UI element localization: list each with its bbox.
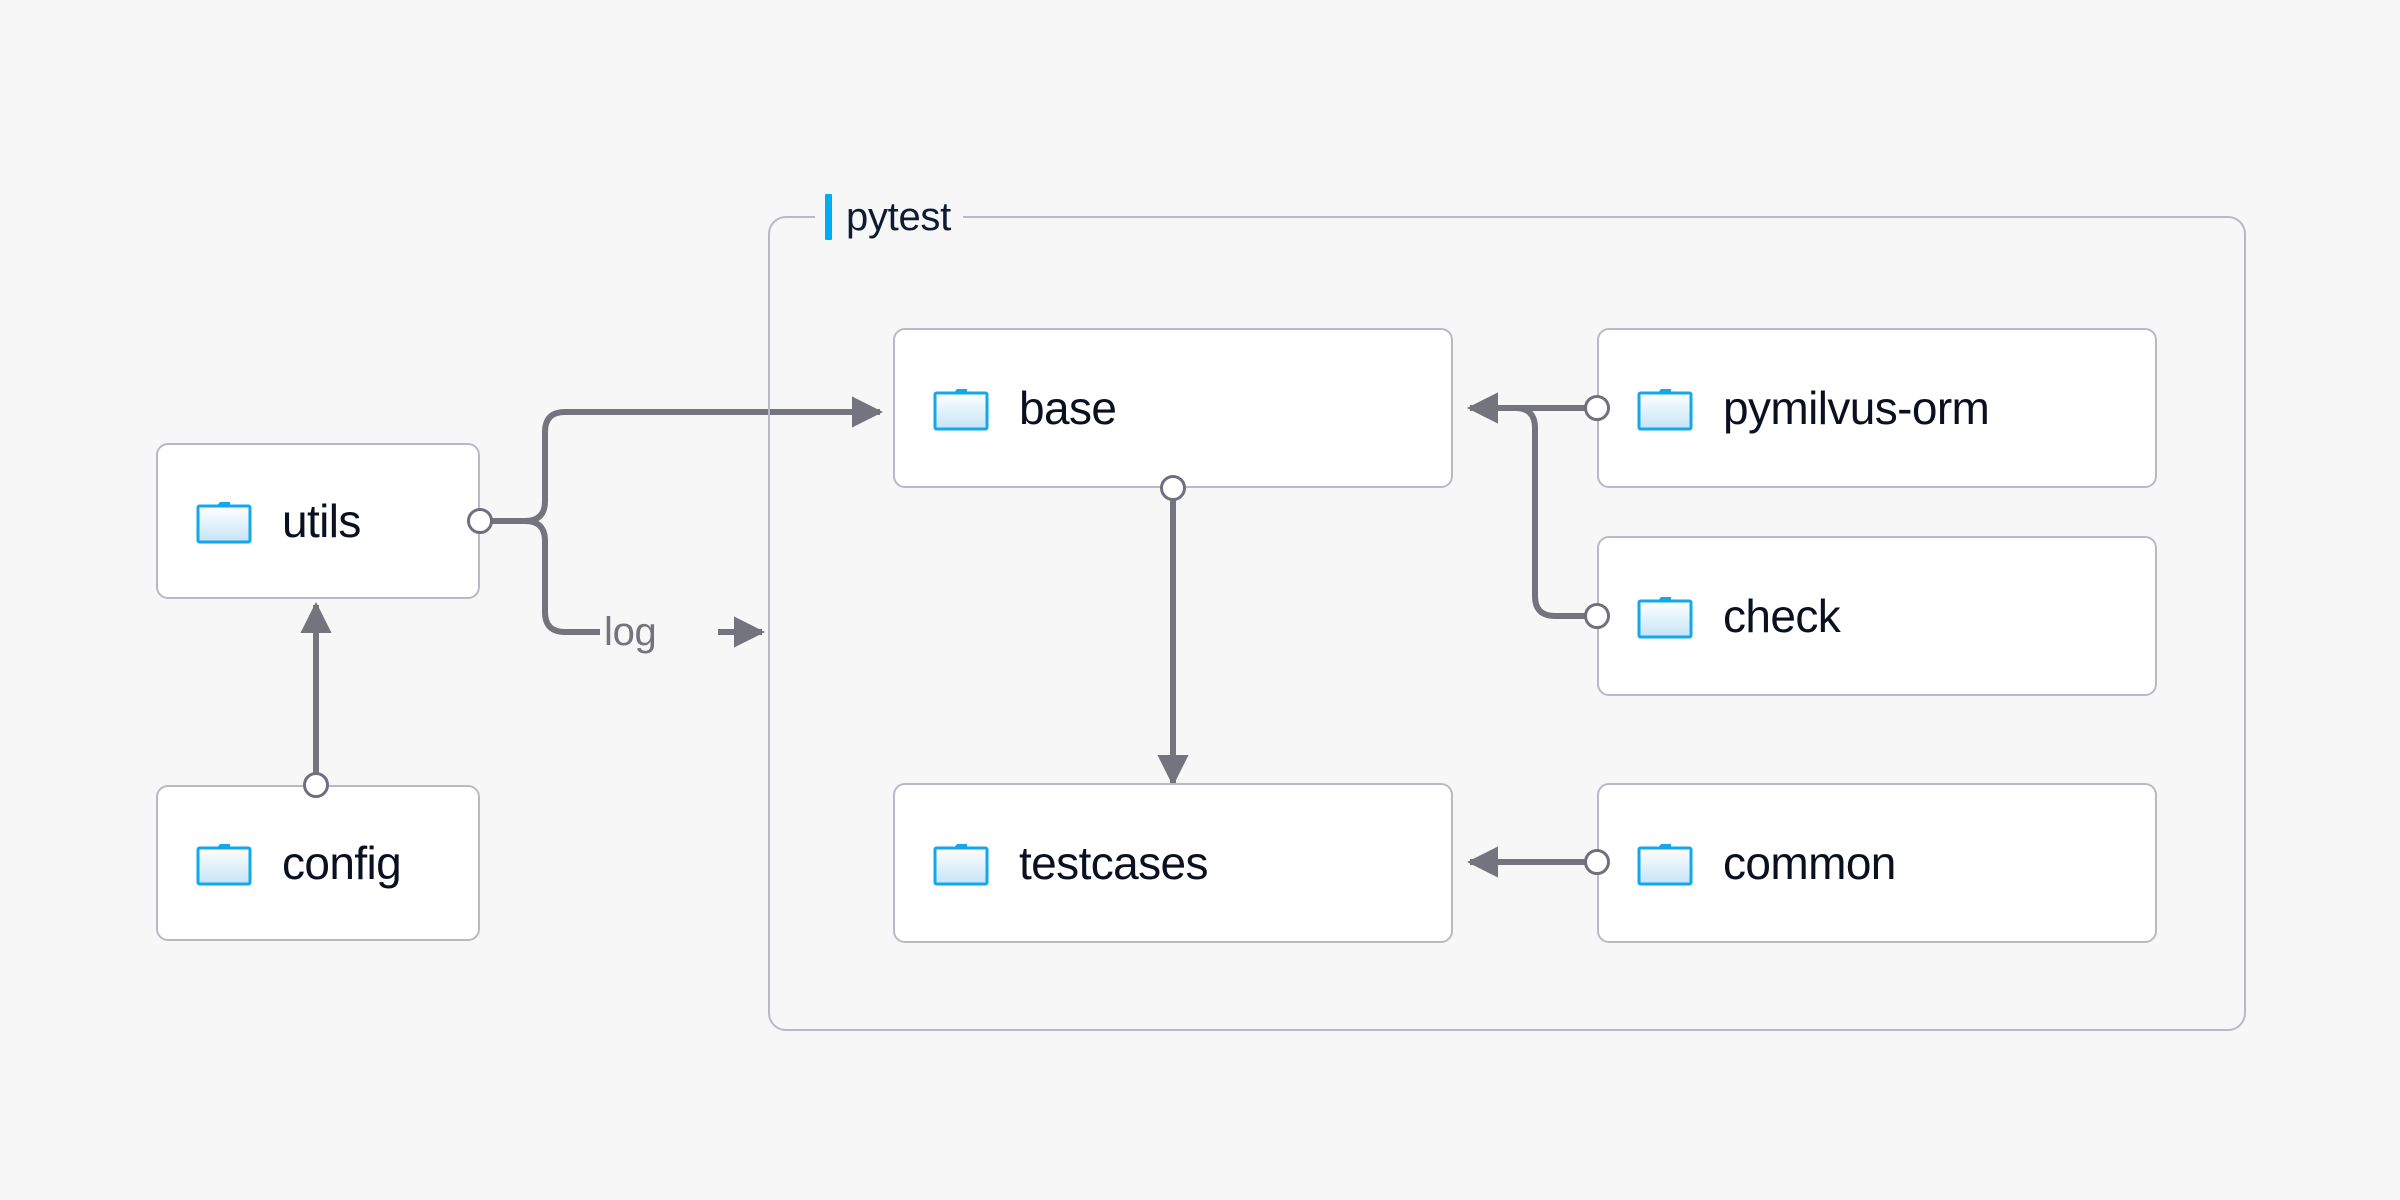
node-common-label: common — [1723, 837, 1896, 889]
node-check[interactable]: check — [1597, 536, 2157, 696]
folder-icon — [196, 502, 252, 544]
port-utils-right[interactable] — [467, 508, 493, 534]
node-config-label: config — [282, 837, 402, 889]
edge-check-base — [1466, 392, 1585, 619]
node-utils-label: utils — [282, 495, 361, 547]
port-pymilvus-orm-left[interactable] — [1584, 395, 1610, 421]
group-pytest-label: pytest — [815, 194, 963, 240]
edge-utils-pytest-log — [524, 518, 766, 648]
group-accent-bar — [825, 194, 832, 240]
folder-icon — [196, 844, 252, 886]
edge-label-log: log — [604, 610, 657, 654]
node-check-label: check — [1723, 590, 1841, 642]
port-check-left[interactable] — [1584, 603, 1610, 629]
node-base-label: base — [1019, 382, 1117, 434]
node-utils[interactable]: utils — [156, 443, 480, 599]
folder-icon — [1637, 597, 1693, 639]
folder-icon — [933, 844, 989, 886]
node-common[interactable]: common — [1597, 783, 2157, 943]
node-pymilvus-orm[interactable]: pymilvus-orm — [1597, 328, 2157, 488]
node-base[interactable]: base — [893, 328, 1453, 488]
port-config-top[interactable] — [303, 772, 329, 798]
group-pytest[interactable] — [768, 216, 2246, 1031]
folder-icon — [933, 389, 989, 431]
node-config[interactable]: config — [156, 785, 480, 941]
node-testcases-label: testcases — [1019, 837, 1209, 889]
port-base-bottom[interactable] — [1160, 475, 1186, 501]
folder-icon — [1637, 389, 1693, 431]
node-pymilvus-orm-label: pymilvus-orm — [1723, 382, 1990, 434]
folder-icon — [1637, 844, 1693, 886]
port-common-left[interactable] — [1584, 849, 1610, 875]
node-testcases[interactable]: testcases — [893, 783, 1453, 943]
group-title: pytest — [846, 195, 951, 239]
